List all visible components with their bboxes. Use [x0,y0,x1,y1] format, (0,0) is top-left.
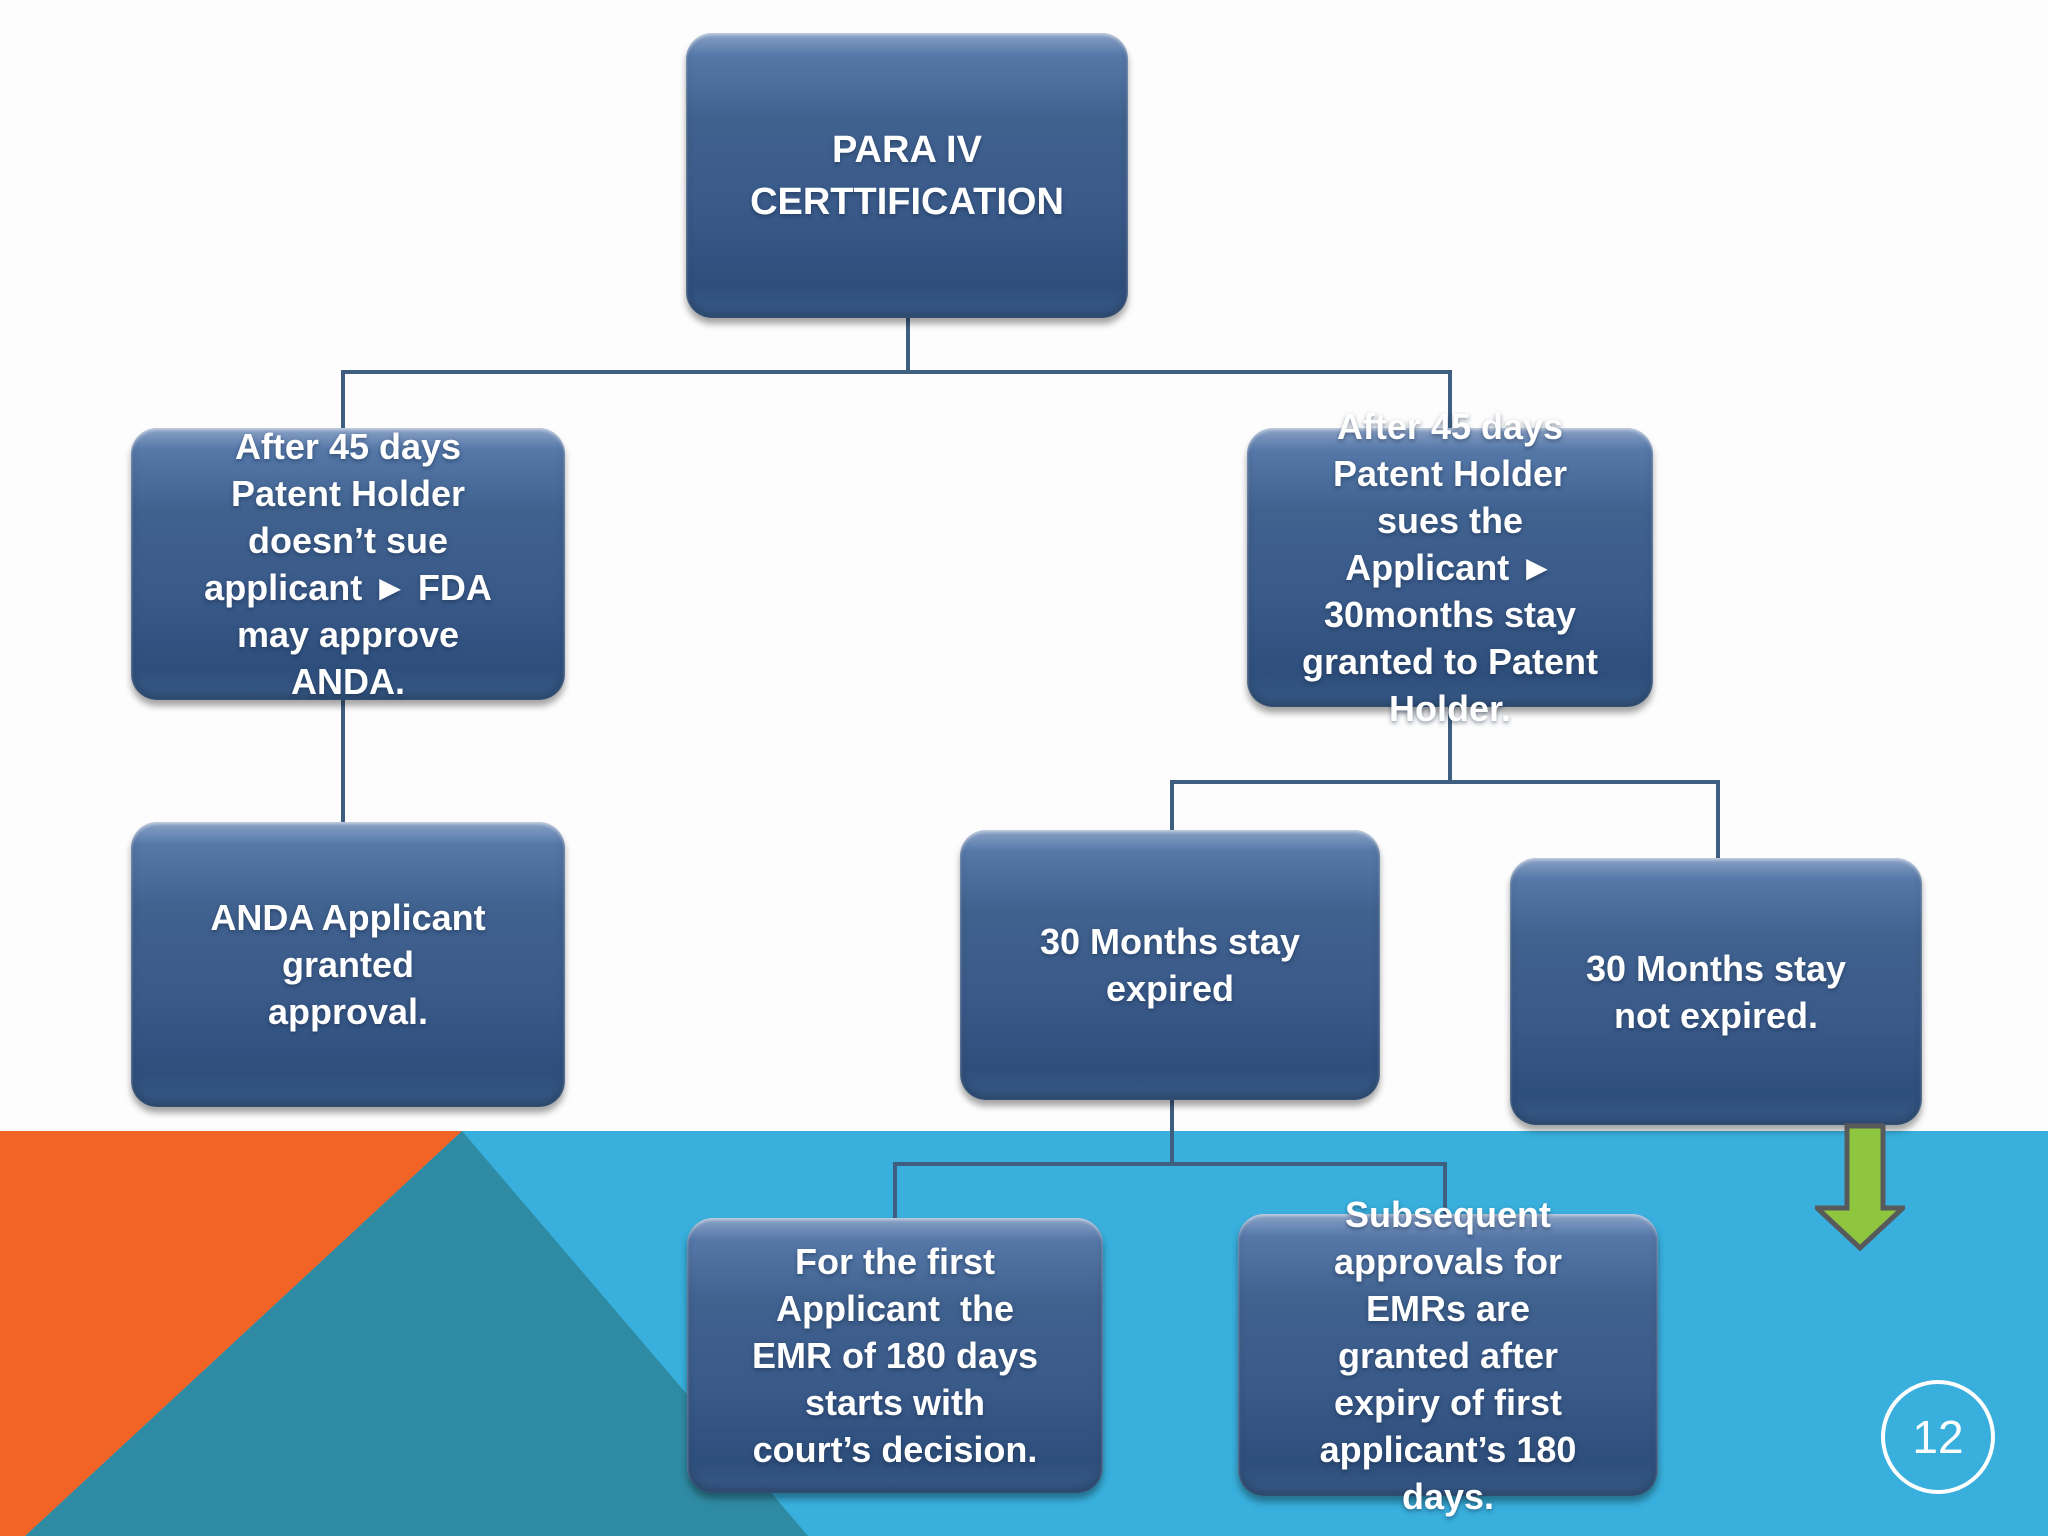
connector-top-horizontal [341,370,1452,374]
node-30-months-stay-not-expired: 30 Months stay not expired. [1510,858,1922,1125]
connector-notexpired-branch [1716,780,1720,860]
page-number-badge: 12 [1881,1380,1995,1494]
connector-left-branch [341,370,345,430]
connector-nosuit-to-anda [341,697,345,824]
connector-suit-horizontal [1170,780,1720,784]
connector-expired-branch [1170,780,1174,832]
connector-subsequent-branch [1443,1162,1447,1216]
node-label: Subsequent approvals for EMRs are grante… [1319,1193,1577,1517]
node-patent-holder-sues: After 45 days Patent Holder sues the App… [1247,406,1653,729]
node-label: After 45 days Patent Holder sues the App… [1301,406,1598,729]
node-label: For the first Applicant the EMR of 180 d… [751,1241,1039,1470]
connector-right-branch [1448,370,1452,430]
connector-suit-stem [1448,707,1452,782]
node-anda-applicant-granted-approval: ANDA Applicant granted approval. [131,822,565,1107]
node-label: PARA IV CERTTIFICATION [750,128,1064,223]
page-number: 12 [1912,1411,1964,1463]
node-label: After 45 days Patent Holder doesn’t sue … [204,426,492,702]
node-30-months-stay-expired: 30 Months stay expired [960,830,1380,1100]
connector-root-stem [906,318,910,372]
node-label: 30 Months stay not expired. [1585,947,1847,1036]
node-first-applicant-emr: For the first Applicant the EMR of 180 d… [687,1218,1103,1493]
node-label: 30 Months stay expired [1039,921,1301,1009]
node-para-iv-certification: PARA IV CERTTIFICATION [686,33,1128,318]
connector-bottom-horizontal [893,1162,1447,1166]
node-subsequent-approvals: Subsequent approvals for EMRs are grante… [1238,1194,1658,1517]
down-arrow-icon [1815,1123,1905,1252]
connector-expired-stem [1170,1100,1174,1164]
connector-first-branch [893,1162,897,1220]
node-patent-holder-doesnt-sue: After 45 days Patent Holder doesn’t sue … [131,426,565,702]
node-label: ANDA Applicant granted approval. [210,897,486,1032]
